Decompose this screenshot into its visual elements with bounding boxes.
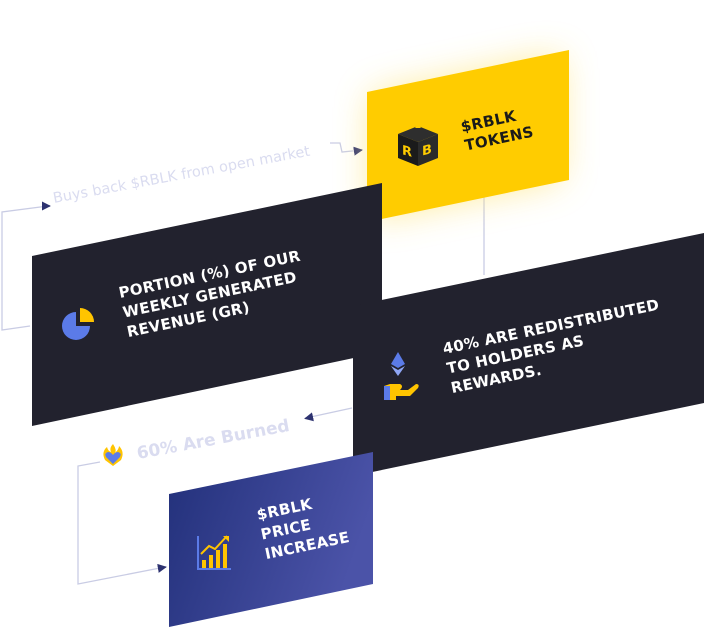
svg-text:B: B	[422, 142, 432, 159]
price-card: $RBLK PRICE INCREASE	[169, 452, 373, 627]
tokens-card-body	[367, 50, 569, 222]
ethereum-hand-icon	[384, 352, 419, 400]
revenue-card: PORTION (%) OF OUR WEEKLY GENERATED REVE…	[32, 183, 382, 426]
svg-text:R: R	[402, 143, 412, 160]
revenue-card-body	[32, 183, 382, 426]
buyback-label: Buys back $RBLK from open market	[52, 144, 312, 207]
tokens-arrowhead	[353, 146, 363, 156]
rewards-to-burned-connector	[305, 407, 353, 419]
burned-label: 60% Are Burned	[135, 416, 291, 464]
burned-arrowhead	[304, 412, 314, 422]
growth-chart-icon	[197, 535, 231, 570]
rb-cube-icon: R B	[398, 124, 438, 166]
rewards-card: 40% ARE REDISTRIBUTED TO HOLDERS AS REWA…	[353, 233, 704, 476]
price-arrowhead	[157, 563, 167, 573]
pie-chart-icon	[62, 308, 94, 340]
rewards-card-body	[353, 233, 704, 476]
buyback-connector	[1, 205, 49, 331]
connectors	[1, 142, 485, 585]
burned-to-price-connector	[77, 461, 161, 585]
burned-flow: 60% Are Burned	[103, 416, 291, 466]
tokens-card: R B $RBLK TOKENS	[367, 50, 569, 222]
buyback-to-tokens-connector	[330, 142, 363, 153]
fire-heart-icon	[103, 444, 123, 466]
price-card-body	[169, 452, 373, 627]
